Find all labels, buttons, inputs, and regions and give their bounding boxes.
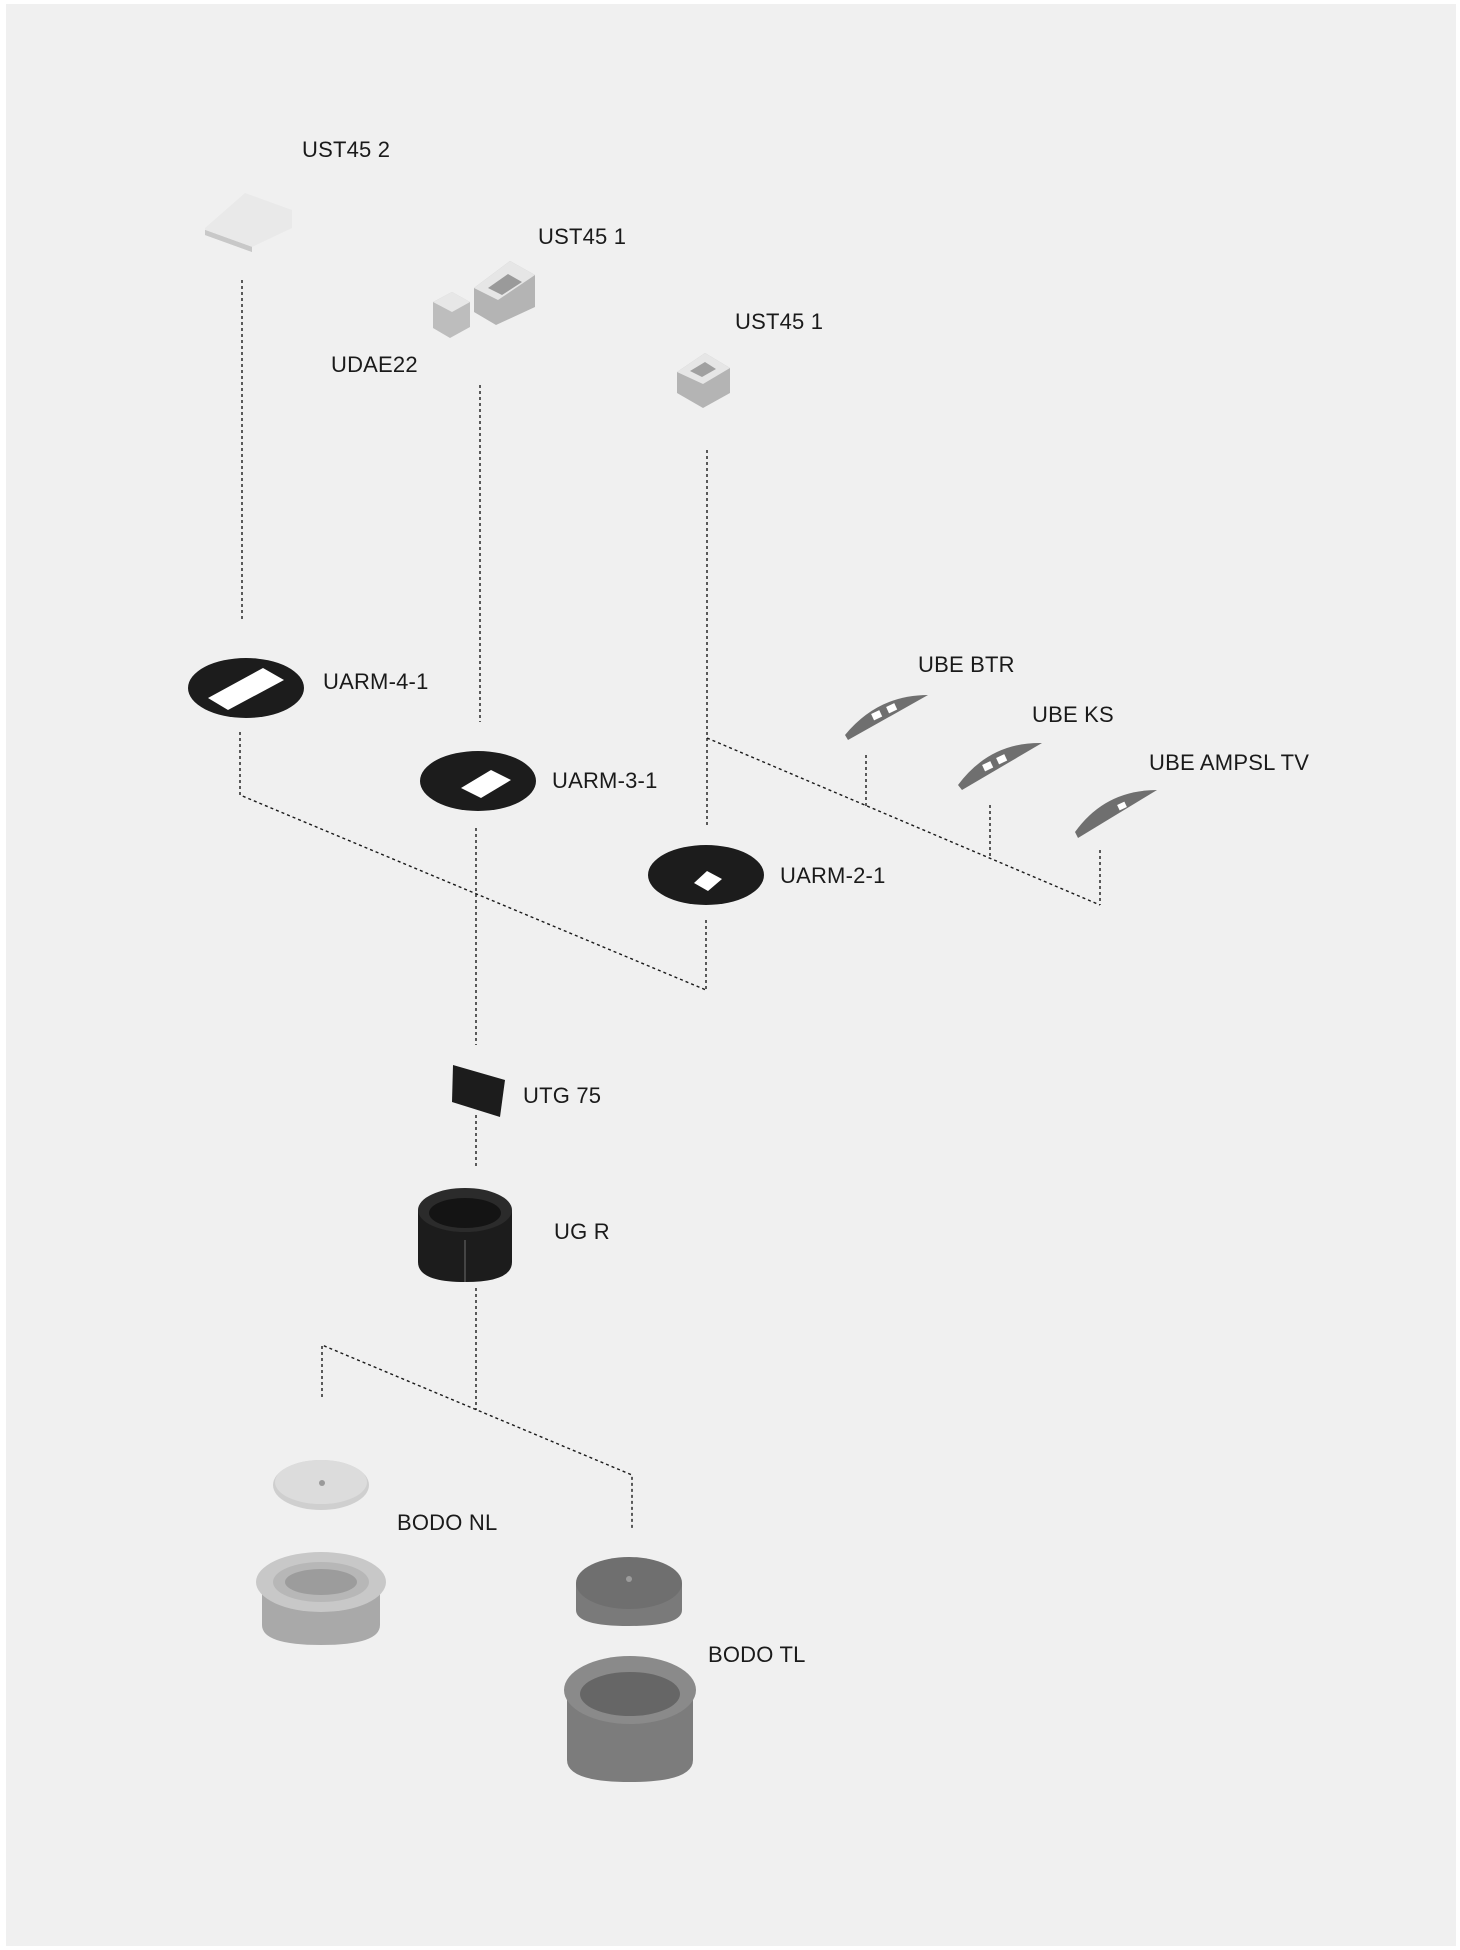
label-uarm-4-1: UARM-4-1 (323, 669, 429, 694)
utg-75-part (452, 1065, 505, 1117)
udae22-part (433, 292, 470, 338)
ust45-2-part (205, 193, 292, 252)
uarm-3-1-part (420, 751, 536, 811)
ust45-1-right-part (677, 353, 730, 408)
label-bodo-tl: BODO TL (708, 1642, 806, 1667)
ust45-1-upper-part (474, 261, 535, 325)
label-ube-ampsl-tv: UBE AMPSL TV (1149, 750, 1310, 775)
bodo-nl-body-part (256, 1552, 386, 1645)
label-ust45-1-upper: UST45 1 (538, 224, 627, 249)
label-ube-btr: UBE BTR (918, 652, 1015, 677)
label-udae22: UDAE22 (331, 352, 418, 377)
bodo-tl-lid-part (576, 1557, 682, 1626)
connector-uarm-4-1-to-trunk (239, 732, 707, 991)
label-utg-75: UTG 75 (523, 1083, 602, 1108)
ube-ampsl-tv-part (1075, 790, 1157, 838)
label-ug-r: UG R (554, 1219, 610, 1244)
label-ube-ks: UBE KS (1032, 702, 1114, 727)
label-uarm-3-1: UARM-3-1 (552, 768, 658, 793)
label-ust45-1-right: UST45 1 (735, 309, 824, 334)
connector-bodo-branch (321, 1343, 633, 1530)
bodo-tl-body-part (564, 1656, 696, 1782)
bodo-nl-lid-part (273, 1460, 369, 1510)
label-ust45-2: UST45 2 (302, 137, 391, 162)
label-uarm-2-1: UARM-2-1 (780, 863, 886, 888)
label-bodo-nl: BODO NL (397, 1510, 498, 1535)
connector-lines (239, 280, 1101, 1530)
connector-ube-branch (706, 737, 1101, 906)
ube-btr-part (845, 695, 928, 740)
uarm-2-1-part (648, 845, 764, 905)
uarm-4-1-part (188, 658, 304, 718)
ug-r-part (418, 1188, 512, 1282)
ube-ks-part (958, 742, 1042, 790)
page-background (6, 4, 1456, 1946)
